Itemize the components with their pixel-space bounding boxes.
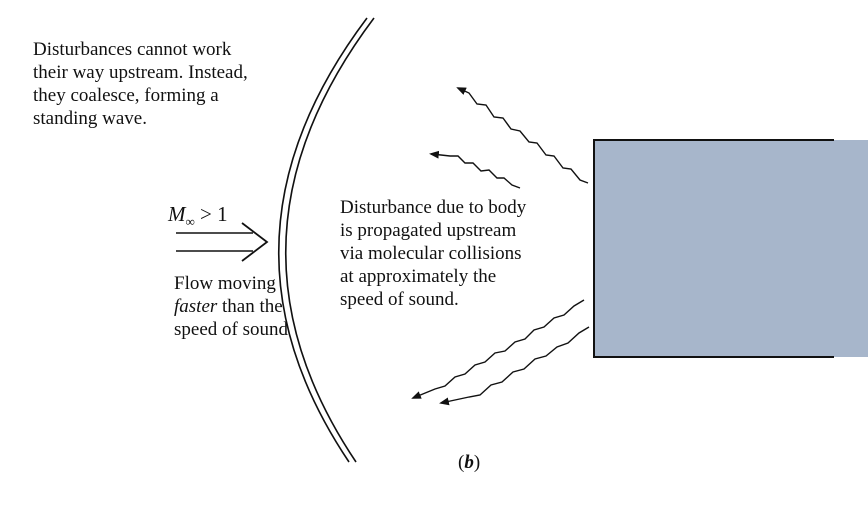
disturbance-arrow-3 <box>411 299 585 399</box>
disturbance-arrow-1 <box>456 87 589 184</box>
flow-description: Flow moving faster than the speed of sou… <box>174 272 288 341</box>
freestream-arrow <box>176 222 269 262</box>
panel-label-close: ) <box>473 452 481 473</box>
propagation-note-line: Disturbance due to body <box>340 197 527 218</box>
flow-emphasis: faster <box>174 296 218 317</box>
mach-condition: > 1 <box>200 202 228 226</box>
propagation-note-line: via molecular collisions <box>340 243 522 264</box>
propagation-note: Disturbance due to body is propagated up… <box>340 196 526 311</box>
propagation-note-line: is propagated upstream <box>340 220 517 241</box>
flow-line: than the <box>217 296 283 317</box>
upstream-note: Disturbances cannot work their way upstr… <box>33 38 248 130</box>
panel-label-open: ( <box>458 452 465 473</box>
disturbance-arrow-2 <box>429 150 521 189</box>
upstream-note-line: they coalesce, forming a <box>33 85 219 106</box>
flow-line-emphasis-row: faster than the <box>174 295 288 318</box>
flow-line: speed of sound <box>174 319 288 340</box>
body-outline <box>593 139 834 358</box>
disturbance-arrow-4 <box>439 326 590 406</box>
propagation-note-line: at approximately the <box>340 266 497 287</box>
mach-number-label: M∞ > 1 <box>168 202 228 234</box>
upstream-note-line: standing wave. <box>33 108 147 129</box>
body-fill <box>594 140 868 357</box>
upstream-note-line: their way upstream. Instead, <box>33 62 248 83</box>
shock-wave-line-outer <box>277 17 368 463</box>
flow-line: Flow moving <box>174 273 276 294</box>
panel-label-letter: b <box>464 452 474 473</box>
mach-subscript: ∞ <box>185 214 195 230</box>
panel-label: (b) <box>458 452 480 474</box>
propagation-note-line: speed of sound. <box>340 289 459 310</box>
upstream-note-line: Disturbances cannot work <box>33 39 232 60</box>
shock-wave-line-inner <box>284 17 375 463</box>
mach-symbol: M <box>168 202 186 226</box>
